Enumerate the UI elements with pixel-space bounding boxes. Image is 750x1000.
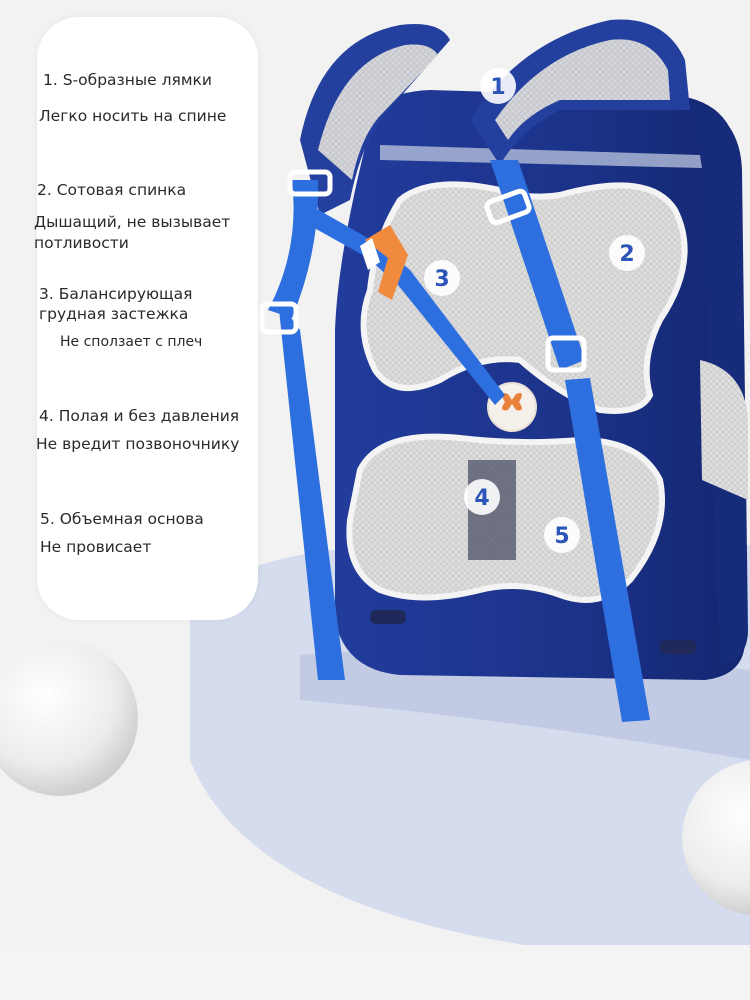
butterfly-icon	[502, 393, 522, 411]
shoulder-pad-left-mesh	[318, 44, 438, 180]
feature-panel	[37, 17, 258, 620]
feature-2-title: 2. Сотовая спинка	[37, 181, 187, 199]
feature-3-title-line-2: грудная застежка	[39, 305, 189, 323]
chest-buckle-clip	[360, 238, 380, 270]
svg-text:5: 5	[554, 524, 569, 549]
svg-text:4: 4	[474, 486, 489, 511]
callout-4: 4	[464, 479, 500, 515]
sphere-left	[0, 640, 138, 796]
svg-text:3: 3	[434, 267, 449, 292]
strap-right	[565, 378, 650, 722]
feature-5-title: 5. Объемная основа	[40, 510, 204, 528]
buckle-left-upper	[287, 169, 333, 197]
callout-2: 2	[609, 235, 645, 271]
svg-text:2: 2	[619, 242, 634, 267]
buckle-right-upper	[484, 188, 532, 226]
backpack-top-band	[380, 145, 702, 168]
feature-1-description: Легко носить на спине	[39, 107, 227, 125]
feature-3-description: Не сползает с плеч	[60, 334, 203, 350]
feature-2-description-line-2: потливости	[34, 234, 129, 252]
callout-5: 5	[544, 517, 580, 553]
feature-4-title: 4. Полая и без давления	[39, 407, 240, 425]
shoulder-pad-right-mesh	[495, 39, 670, 140]
feature-5-description: Не провисает	[40, 538, 152, 556]
callout-3: 3	[424, 260, 460, 296]
buckle-left-lower	[259, 301, 299, 335]
buckle-right-lower	[545, 335, 587, 373]
floor	[0, 945, 750, 1000]
feature-2-description-line-1: Дышащий, не вызывает	[34, 213, 231, 231]
strap-right-upper	[490, 160, 585, 370]
side-mesh-pocket	[700, 360, 748, 500]
svg-text:1: 1	[490, 75, 505, 100]
strap-left	[278, 300, 345, 680]
chest-strap	[300, 205, 505, 405]
feature-3-title-line-1: 3. Балансирующая	[39, 285, 193, 303]
feature-1-title: 1. S-образные лямки	[43, 71, 212, 89]
sphere-right	[682, 760, 750, 916]
chest-buckle	[365, 225, 408, 300]
bag-foot-left	[370, 610, 406, 624]
feature-4-description: Не вредит позвоночнику	[36, 435, 240, 453]
callout-1: 1	[480, 68, 516, 104]
bag-foot-right	[660, 640, 696, 654]
back-mesh-upper	[360, 181, 688, 414]
